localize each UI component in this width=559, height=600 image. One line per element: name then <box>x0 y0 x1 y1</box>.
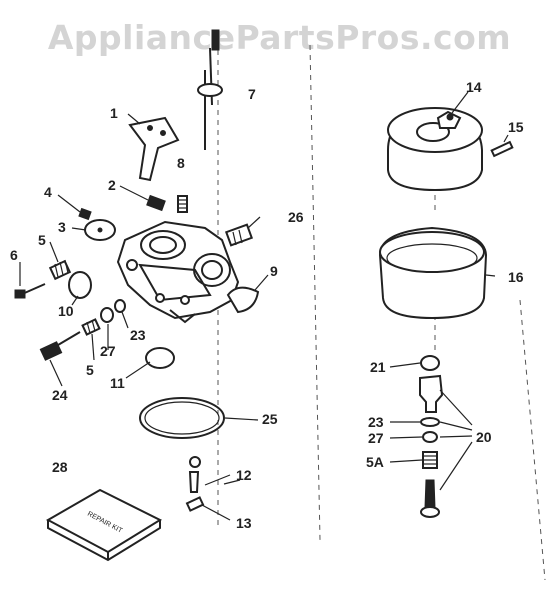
part-12-nut <box>189 456 201 468</box>
part-20-screw <box>420 479 440 518</box>
callout-4: 4 <box>44 184 52 200</box>
callout-2: 2 <box>108 177 116 193</box>
part-21-washer <box>420 355 440 371</box>
part-8-spring <box>177 195 188 213</box>
callout-20: 20 <box>476 429 492 445</box>
part-7-needle <box>197 29 223 150</box>
callout-28: 28 <box>52 459 68 475</box>
part-3-plate <box>84 219 116 241</box>
callout-25: 25 <box>262 411 278 427</box>
callout-16: 16 <box>508 269 524 285</box>
callout-13: 13 <box>236 515 252 531</box>
part-23-washer-right <box>420 417 440 427</box>
part-5-spring-lower <box>81 318 101 336</box>
callout-11: 11 <box>110 375 125 391</box>
part-14-float <box>387 107 483 192</box>
part-5-spring-upper <box>48 259 72 281</box>
callout-8: 8 <box>177 155 185 171</box>
part-9-gasket <box>226 286 260 314</box>
callout-5: 5 <box>38 232 46 248</box>
part-28-repair-kit: REPAIR KIT <box>45 488 163 562</box>
part-5A-spring <box>422 451 438 469</box>
callout-15: 15 <box>508 119 524 135</box>
callout-26: 26 <box>288 209 304 225</box>
part-12-needle <box>188 471 200 493</box>
part-11-cup <box>145 347 175 369</box>
part-15-pin <box>490 140 514 158</box>
callout-23-right: 23 <box>368 414 384 430</box>
part-6-screw <box>14 283 46 299</box>
part-24-screw <box>39 331 81 361</box>
part-16-bowl <box>378 226 488 320</box>
part-2-screw <box>146 194 166 212</box>
callout-12: 12 <box>236 467 252 483</box>
carburetor-body <box>116 220 240 324</box>
callout-1: 1 <box>110 105 118 121</box>
watermark: AppliancePartsPros.com <box>47 18 512 57</box>
part-23-washer <box>114 299 126 313</box>
part-27-oring <box>100 307 114 323</box>
part-10-washer <box>68 271 92 299</box>
part-26-fitting <box>224 223 254 247</box>
callout-5-lower: 5 <box>86 362 94 378</box>
callout-9: 9 <box>270 263 278 279</box>
callout-7: 7 <box>248 86 256 102</box>
callout-10: 10 <box>58 303 74 319</box>
callout-21: 21 <box>370 359 386 375</box>
part-25-gasket <box>139 397 225 439</box>
part-27-oring-right <box>422 431 438 443</box>
callout-5A: 5A <box>366 454 384 470</box>
part-20-nut <box>419 374 444 413</box>
leader-lines <box>19 91 509 521</box>
callout-27: 27 <box>100 343 116 359</box>
part-1-bracket <box>128 116 180 182</box>
callout-3: 3 <box>58 219 66 235</box>
callout-23: 23 <box>130 327 146 343</box>
assembly-lines <box>217 40 546 581</box>
callout-24: 24 <box>52 387 68 403</box>
part-13-clip <box>185 496 205 512</box>
callout-27-right: 27 <box>368 430 384 446</box>
callout-6: 6 <box>10 247 18 263</box>
callout-14: 14 <box>466 79 482 95</box>
callout-labels: 1 2 3 4 5 6 7 8 26 9 10 23 27 5 24 11 25… <box>10 79 524 531</box>
part-4-screw <box>78 207 92 221</box>
